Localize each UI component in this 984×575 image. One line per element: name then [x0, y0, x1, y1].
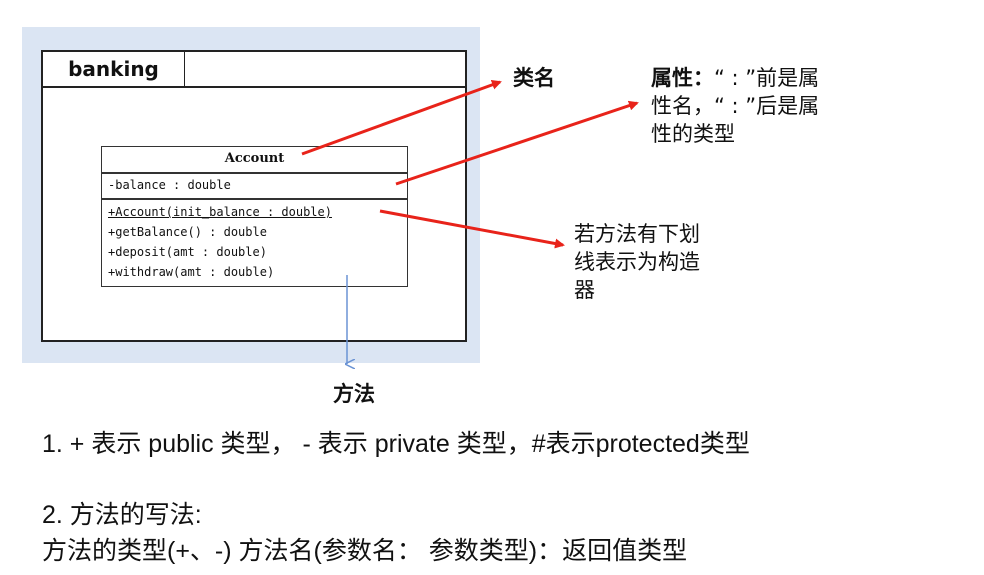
label-attribute-line1: “ : ”前是属	[714, 66, 820, 90]
note-method-format-title: 2. 方法的写法:	[42, 501, 202, 529]
label-attribute-line2: 性名，“ : ”后是属	[651, 94, 820, 118]
label-class-name: 类名	[513, 66, 555, 90]
class-name: Account	[224, 151, 285, 166]
package-name: banking	[68, 57, 159, 81]
class-method-constructor: +Account(init_balance : double)	[108, 205, 332, 219]
label-method: 方法	[333, 382, 375, 406]
label-constructor-line1: 若方法有下划	[574, 222, 700, 246]
arrow-constructor	[379, 209, 565, 249]
label-attribute: 属性：“ : ”前是属 性名，“ : ”后是属 性的类型	[651, 64, 819, 148]
label-constructor-line3: 器	[574, 278, 595, 302]
arrow-class-name	[301, 80, 502, 156]
label-constructor-line2: 线表示为构造	[574, 250, 700, 274]
class-attribute: -balance : double	[108, 178, 231, 192]
note-visibility: 1. + 表示 public 类型， - 表示 private 类型，#表示pr…	[42, 430, 750, 458]
class-method: +deposit(amt : double)	[108, 245, 267, 259]
class-divider-attributes	[102, 172, 407, 174]
package-tab	[41, 50, 186, 88]
arrow-attribute	[395, 100, 639, 186]
label-attribute-line3: 性的类型	[651, 122, 735, 146]
class-box	[101, 146, 408, 287]
label-constructor: 若方法有下划 线表示为构造 器	[574, 220, 700, 304]
class-method: +withdraw(amt : double)	[108, 265, 275, 279]
label-attribute-bold: 属性：	[651, 66, 714, 90]
class-method: +getBalance() : double	[108, 225, 267, 239]
class-divider-methods	[102, 198, 407, 200]
note-method-format: 方法的类型(+、-) 方法名(参数名： 参数类型)：返回值类型	[42, 537, 688, 565]
